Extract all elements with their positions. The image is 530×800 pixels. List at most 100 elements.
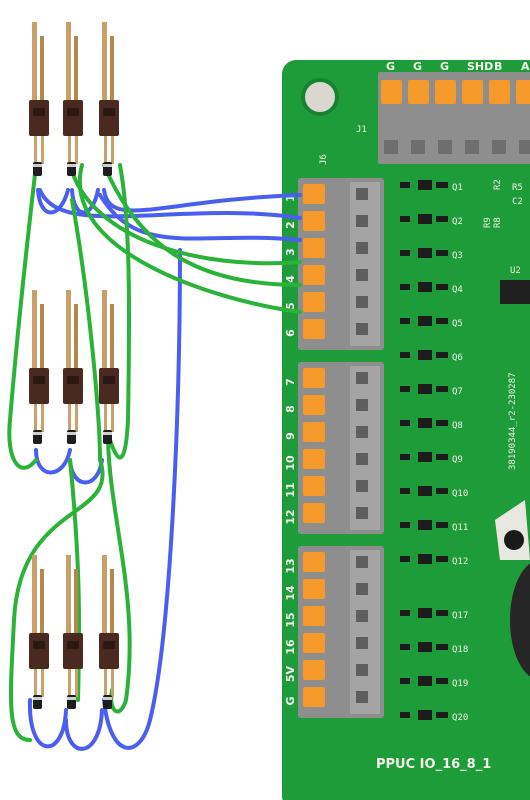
transistor-label: Q11 [452, 523, 468, 533]
switch-post [40, 304, 44, 370]
switch-lead [111, 669, 114, 697]
label-c2: C2 [512, 197, 523, 207]
diode-band [33, 697, 42, 700]
switch-post [102, 22, 107, 102]
transistor-label: Q4 [452, 285, 463, 295]
terminal-lever [303, 687, 325, 707]
switch-post [66, 555, 71, 635]
header-slot [492, 140, 506, 154]
terminal-lever [303, 606, 325, 626]
side-pin-label: 10 [284, 455, 297, 471]
terminal-block-face [350, 182, 380, 346]
switch-housing-slot [103, 641, 115, 649]
switch-post [74, 36, 78, 102]
side-pin-label: 9 [284, 432, 297, 440]
switch-post [110, 304, 114, 370]
resistor [436, 284, 448, 290]
transistor-label: Q8 [452, 421, 463, 431]
resistor [436, 522, 448, 528]
transistor-label: Q5 [452, 319, 463, 329]
blue-wire [27, 698, 68, 749]
header-lever [489, 80, 510, 104]
transistor-label: Q9 [452, 455, 463, 465]
switch-housing-slot [33, 641, 45, 649]
label-r2: R2 [493, 179, 503, 190]
header-lever [516, 80, 530, 104]
header-slot [519, 140, 530, 154]
terminal-lever [303, 292, 325, 312]
switch-lead [104, 669, 107, 697]
switch-post [40, 569, 44, 635]
side-pin-label: G [284, 696, 297, 705]
switch-post [32, 22, 37, 102]
header-j1-label: J1 [356, 125, 367, 135]
diode-band [33, 164, 42, 167]
connector-j6-label: J6 [319, 154, 329, 165]
terminal-lever [303, 265, 325, 285]
side-pin-label: 5V [284, 665, 297, 682]
microswitch [29, 290, 49, 444]
resistor [400, 488, 410, 494]
terminal-slot [356, 188, 368, 200]
resistor [436, 454, 448, 460]
transistor-label: Q3 [452, 251, 463, 261]
terminal-slot [356, 583, 368, 595]
side-pin-label: 16 [284, 639, 297, 655]
blue-wire [34, 448, 72, 475]
terminal-slot [356, 296, 368, 308]
header-slot [384, 140, 398, 154]
label-u2: U2 [510, 266, 521, 276]
switch-post [102, 555, 107, 635]
switch-lead [75, 404, 78, 432]
terminal-slot [356, 664, 368, 676]
side-pin-label: 15 [284, 612, 297, 627]
resistor [400, 386, 410, 392]
switch-lead [41, 136, 44, 164]
header-lever [435, 80, 456, 104]
terminal-lever [303, 368, 325, 388]
switch-lead [41, 669, 44, 697]
side-pin-label: 12 [284, 509, 297, 524]
resistor [400, 284, 410, 290]
terminal-slot [356, 242, 368, 254]
switch-post [66, 290, 71, 370]
blue-wire [64, 708, 104, 751]
transistor-label: Q19 [452, 679, 468, 689]
resistor [400, 712, 410, 718]
resistor [400, 644, 410, 650]
header-lever [381, 80, 402, 104]
terminal-lever [303, 449, 325, 469]
resistor [436, 488, 448, 494]
side-pin-label: 3 [284, 248, 297, 256]
switch-lead [68, 669, 71, 697]
transistor-body [418, 180, 432, 190]
switch-lead [104, 136, 107, 164]
terminal-lever [303, 211, 325, 231]
terminal-lever [303, 319, 325, 339]
switch-post [74, 304, 78, 370]
transistor-body [418, 676, 432, 686]
terminal-block-face [350, 550, 380, 714]
transistor-label: Q20 [452, 713, 468, 723]
terminal-slot [356, 372, 368, 384]
terminal-lever [303, 660, 325, 680]
resistor [436, 216, 448, 222]
switch-post [74, 569, 78, 635]
board-name: PPUC IO_16_8_1 [376, 757, 491, 772]
switch-post [40, 36, 44, 102]
switch-post [102, 290, 107, 370]
transistor-body [418, 642, 432, 652]
green-wire [8, 198, 105, 742]
header-slot [411, 140, 425, 154]
side-pin-label: 5 [284, 302, 297, 310]
resistor [436, 712, 448, 718]
green-wire [108, 163, 132, 460]
switch-housing [99, 368, 119, 404]
microswitch [99, 22, 119, 176]
terminal-blocks [298, 178, 384, 718]
green-wire [77, 163, 302, 314]
terminal-slot [356, 269, 368, 281]
